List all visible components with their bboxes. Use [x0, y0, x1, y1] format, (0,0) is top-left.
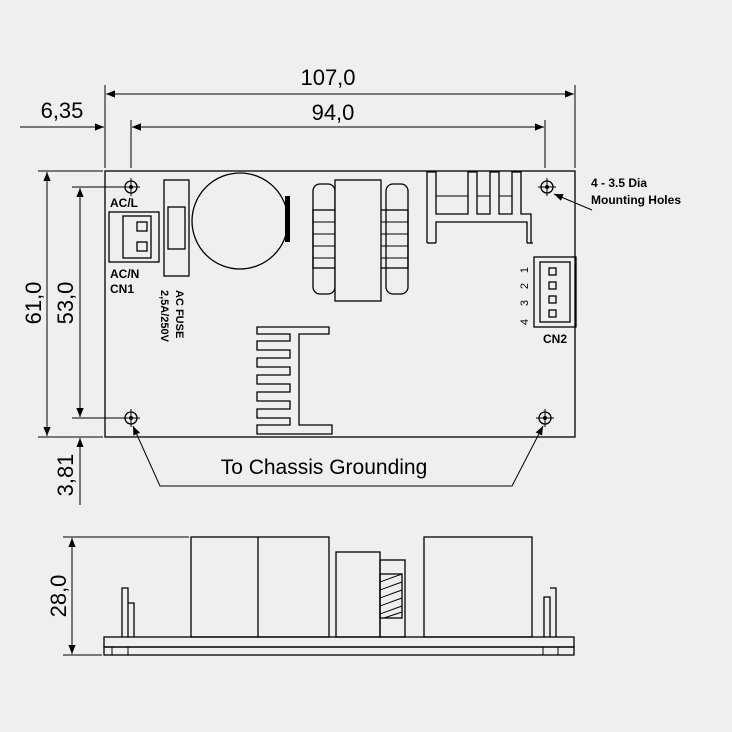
chassis-grounding-label: To Chassis Grounding [221, 456, 428, 479]
cn2-pin-4: 4 [519, 319, 531, 325]
mounting-hole-top-right [538, 178, 556, 196]
dim-component-height: 28,0 [46, 575, 71, 618]
ac-fuse [163, 179, 190, 277]
side-heatsink-block [423, 536, 533, 638]
cn2-pin-1: 1 [519, 267, 531, 273]
heatsink-upper [426, 171, 533, 244]
dimensions-top-view: 107,0 94,0 6,35 61,0 53,0 3,81 [20, 65, 576, 505]
dim-hole-offset-y: 3,81 [53, 454, 78, 497]
dim-overall-height: 61,0 [21, 282, 46, 325]
cn2-pin-3: 3 [519, 300, 531, 306]
mounting-holes-label-line1: 4 - 3.5 Dia [591, 176, 647, 190]
cn1-connector [108, 211, 160, 263]
mounting-holes-label-line2: Mounting Holes [591, 193, 681, 207]
transformer [312, 179, 409, 302]
dim-hole-width: 94,0 [312, 100, 355, 125]
capacitor [191, 172, 290, 270]
cn2-pin-2: 2 [519, 283, 531, 289]
dim-overall-width: 107,0 [300, 65, 355, 90]
pcb-outline [104, 170, 576, 438]
fuse-label-line2: 2,5A/250V [158, 290, 170, 343]
chassis-grounding-leader [132, 425, 544, 487]
side-view: 28,0 [46, 536, 575, 656]
cn2-connector [533, 256, 577, 328]
mounting-hole-top-left [122, 178, 140, 196]
side-right-bracket [543, 596, 551, 637]
heatsink-lower [256, 326, 333, 435]
dim-hole-height: 53,0 [53, 282, 78, 325]
cn1-label: CN1 [110, 282, 134, 296]
side-left-bracket [121, 587, 129, 637]
cn1-ac-l-label: AC/L [110, 196, 138, 210]
side-pcb [103, 636, 575, 648]
mounting-hole-bottom-right [536, 409, 554, 427]
cn1-ac-n-label: AC/N [110, 267, 139, 281]
fuse-label-line1: AC FUSE [173, 290, 185, 338]
mounting-hole-bottom-left [122, 409, 140, 427]
mounting-holes-leader [553, 193, 593, 211]
dim-hole-offset-x: 6,35 [41, 98, 84, 123]
cn2-label: CN2 [543, 332, 567, 346]
top-view: AC/L AC/N CN1 AC FUSE 2,5A/250V [104, 170, 681, 487]
side-transformer [335, 551, 406, 638]
side-capacitor [190, 536, 330, 638]
